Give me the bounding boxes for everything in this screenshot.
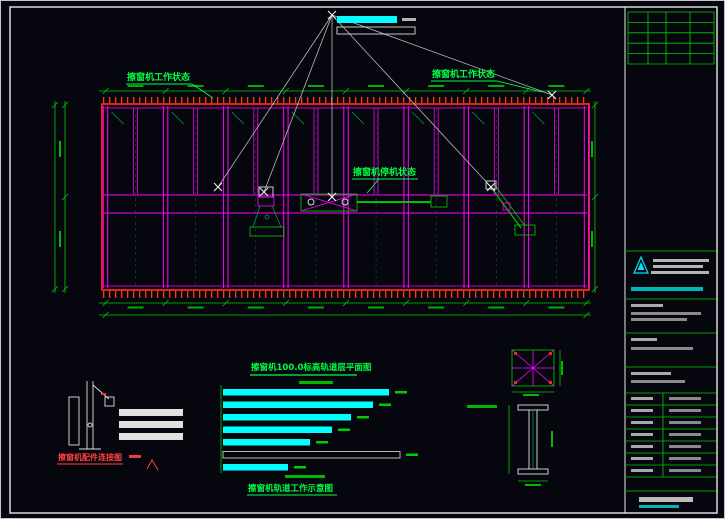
rail-ticks-bottom <box>103 291 589 298</box>
machine-left <box>249 186 285 237</box>
scale-bar-outline <box>336 26 416 35</box>
plate-bar <box>119 409 183 416</box>
plate-bar <box>119 433 183 440</box>
plan-outline <box>101 103 590 291</box>
parts-connection-detail <box>68 381 183 450</box>
leader-fan <box>213 10 557 202</box>
status-label-left: 擦窗机工作状态 <box>127 71 190 83</box>
parts-detail-title: 擦窗机配件连接图 <box>58 452 122 462</box>
red-mark <box>146 459 159 471</box>
scale-bars <box>336 16 416 35</box>
plate-bar <box>119 421 183 428</box>
revision-table <box>627 11 715 65</box>
rail-profile-detail <box>508 404 549 482</box>
sheet-frame <box>9 6 718 514</box>
plan-title: 擦窗机100.0标高轨道层平面图 <box>251 362 371 373</box>
rail-section-detail <box>511 349 561 393</box>
scale-bar-filled <box>337 16 397 23</box>
annotations: 擦窗机工作状态 擦窗机工作状态 擦窗机停机状态 擦窗机100.0标高轨道层平面图… <box>57 68 543 496</box>
company-logo-icon <box>633 255 649 274</box>
track-bars-chart <box>220 385 418 473</box>
machine-parked <box>300 193 448 212</box>
rail-ticks-top <box>103 97 589 104</box>
status-label-right: 擦窗机工作状态 <box>432 68 495 80</box>
small-text-placeholders <box>59 18 709 508</box>
machine-right <box>485 180 536 236</box>
dimension-chains <box>51 85 599 319</box>
work-diagram-title: 擦窗机轨道工作示意图 <box>248 483 333 494</box>
status-label-parked: 擦窗机停机状态 <box>353 166 416 178</box>
title-block <box>626 250 717 492</box>
